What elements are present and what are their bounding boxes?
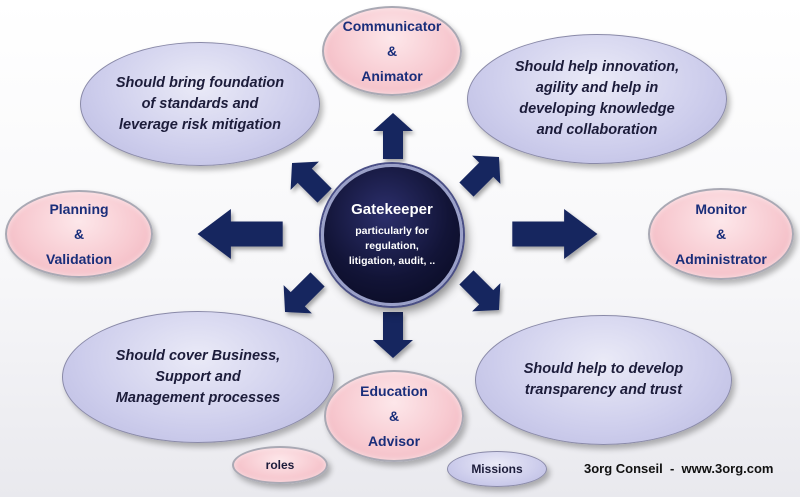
mission-foundation: Should bring foundation of standards and…	[80, 42, 320, 166]
mission-foundation-text: Should bring foundation of standards and…	[115, 74, 285, 133]
role-communicator-line-3: Animator	[361, 67, 423, 84]
arrow-down-right	[452, 263, 514, 325]
role-education: Education & Advisor	[324, 370, 464, 462]
mission-business-text: Should cover Business, Support and Manag…	[115, 347, 281, 406]
role-planning-line-1: Planning	[49, 200, 109, 217]
legend-missions: Missions	[447, 451, 547, 487]
role-monitor-line-1: Monitor	[695, 200, 747, 217]
mission-transparency-text: Should help to develop transparency and …	[523, 361, 684, 398]
mission-business: Should cover Business, Support and Manag…	[62, 311, 334, 443]
arrow-down	[373, 312, 413, 358]
mission-innovation-text: Should help innovation, agility and help…	[514, 59, 680, 138]
role-communicator: Communicator & Animator	[322, 6, 462, 96]
legend-roles-label: roles	[265, 458, 295, 472]
gatekeeper-title: Gatekeeper	[351, 201, 433, 218]
role-education-line-1: Education	[360, 382, 428, 399]
gatekeeper-subtitle: particularly for regulation, litigation,…	[348, 225, 436, 267]
arrow-left	[197, 209, 283, 259]
role-education-line-2: &	[388, 407, 400, 424]
role-planning-line-3: Validation	[45, 250, 113, 267]
legend-missions-label: Missions	[471, 462, 523, 476]
mission-innovation: Should help innovation, agility and help…	[467, 34, 727, 164]
arrow-up	[373, 113, 413, 159]
role-education-line-3: Advisor	[367, 432, 421, 449]
gatekeeper-circle: Gatekeeper particularly for regulation, …	[321, 164, 463, 306]
legend-roles: roles	[232, 446, 328, 484]
role-planning: Planning & Validation	[5, 190, 153, 278]
arrow-down-left	[270, 265, 332, 327]
role-communicator-line-2: &	[386, 42, 398, 59]
arrow-right	[512, 209, 598, 259]
role-communicator-line-1: Communicator	[342, 17, 442, 34]
arrow-up-right	[452, 142, 514, 204]
footer-credit: 3org Conseil - www.3org.com	[584, 461, 774, 476]
role-monitor: Monitor & Administrator	[648, 188, 794, 280]
role-planning-line-2: &	[73, 225, 85, 242]
role-monitor-line-3: Administrator	[675, 250, 767, 267]
role-monitor-line-2: &	[715, 225, 727, 242]
mission-transparency: Should help to develop transparency and …	[475, 315, 732, 445]
